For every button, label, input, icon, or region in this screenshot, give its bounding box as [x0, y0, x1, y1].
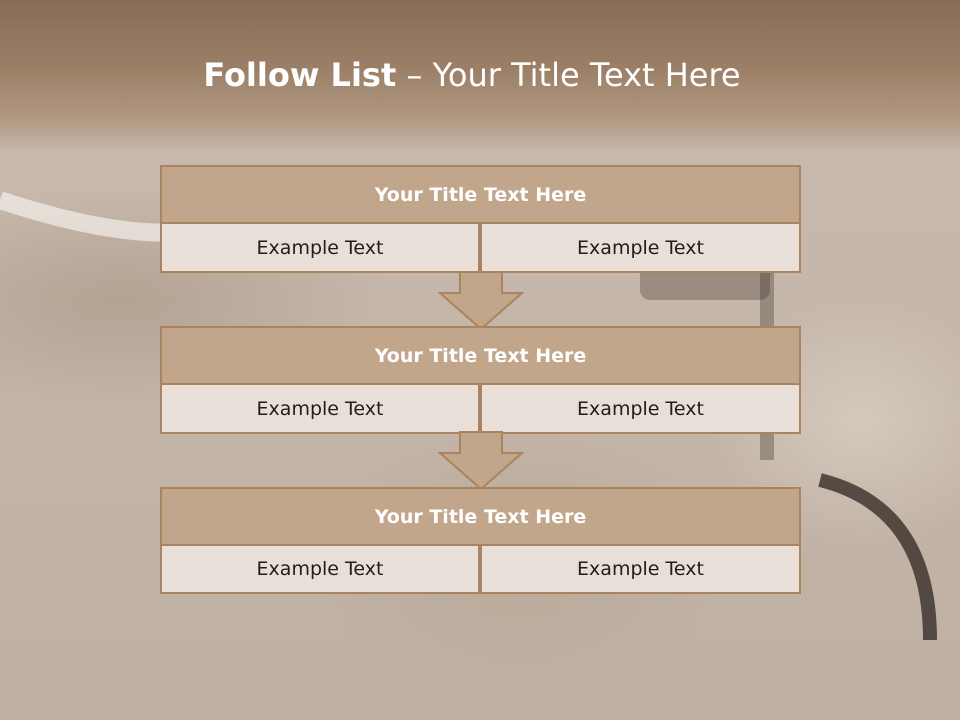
page-title-rest: – Your Title Text Here — [396, 56, 741, 94]
step-cell-left: Example Text — [160, 222, 480, 273]
down-arrow-icon — [438, 431, 524, 491]
step-cell-right: Example Text — [480, 222, 801, 273]
header-band — [0, 0, 960, 152]
step-cell-right: Example Text — [480, 383, 801, 434]
step-cell-right: Example Text — [480, 544, 801, 594]
down-arrow-icon — [438, 271, 524, 331]
step-title: Your Title Text Here — [160, 487, 801, 546]
step-title: Your Title Text Here — [160, 326, 801, 385]
step-cell-left: Example Text — [160, 383, 480, 434]
step-title: Your Title Text Here — [160, 165, 801, 224]
page-title-bold: Follow List — [203, 56, 397, 94]
step-cell-left: Example Text — [160, 544, 480, 594]
page-title: Follow List – Your Title Text Here — [0, 56, 944, 94]
